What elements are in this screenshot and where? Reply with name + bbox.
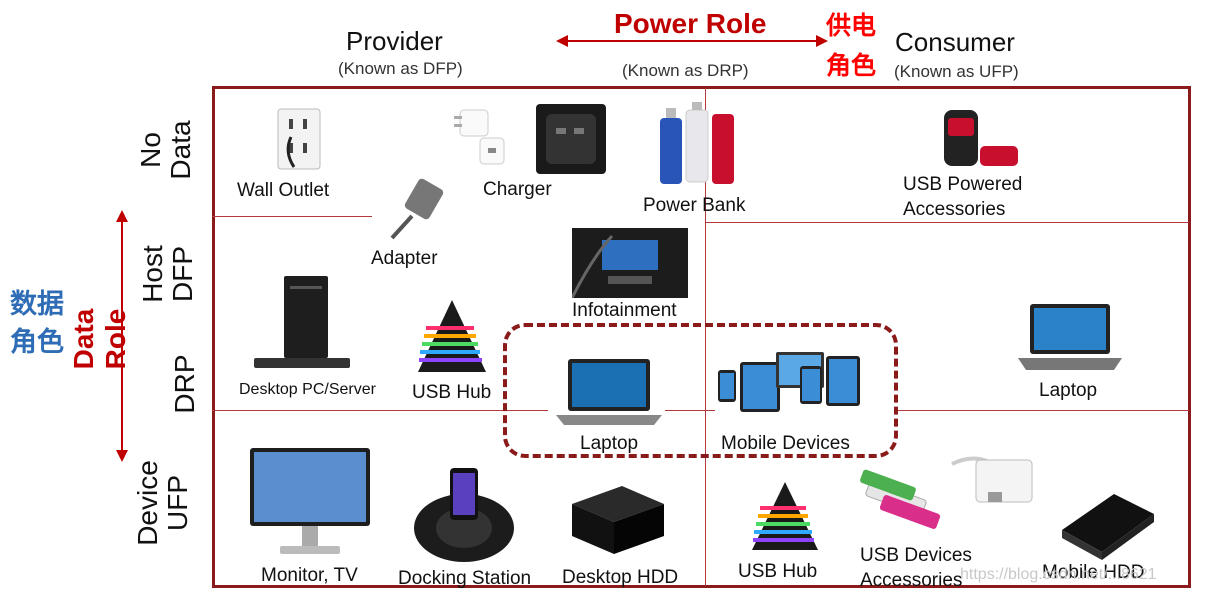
- usb-hub-bottom-label: USB Hub: [738, 561, 818, 582]
- divider-no-data-right: [705, 222, 1189, 223]
- watermark: https://blog.csdn.net/...8621: [960, 566, 1157, 583]
- docking-station-label: Docking Station: [398, 568, 532, 589]
- usb-devices-label-line2: Accessories: [860, 570, 963, 591]
- usb-powered-label-line1: USB Powered: [903, 174, 1023, 195]
- monitor-icon: [250, 448, 370, 554]
- data-role-cn-1: 数据: [10, 289, 64, 319]
- docking-station-icon: [414, 468, 514, 562]
- divider-drp-inner-left: [508, 410, 548, 411]
- usb-powered-accessory-icon: [944, 110, 1018, 166]
- usb-devices-icon: [860, 456, 1033, 529]
- row-label-host: Host DFP: [137, 224, 214, 324]
- row-label-drp: DRP: [169, 354, 200, 414]
- usb-devices-label: USB Devices Accessories: [860, 543, 972, 593]
- laptop-center-icon: [556, 359, 662, 425]
- monitor-label: Monitor, TV: [261, 565, 358, 586]
- divider-drp-right: [896, 410, 1189, 411]
- row-label-device: Device UFP: [132, 448, 209, 558]
- mobile-devices-label: Mobile Devices: [721, 433, 850, 454]
- charger-icon: [454, 104, 606, 174]
- wall-outlet-label: Wall Outlet: [237, 180, 330, 201]
- usb-powered-label: USB Powered Accessories: [903, 172, 1022, 222]
- row-no-data-line1: No: [135, 132, 166, 168]
- provider-subtitle: (Known as DFP): [338, 59, 463, 78]
- provider-header: Provider: [346, 26, 443, 56]
- desktop-pc-label: Desktop PC/Server: [239, 381, 376, 398]
- usb-hub-label: USB Hub: [412, 382, 492, 403]
- divider-drp-inner-mid: [665, 410, 715, 411]
- data-role-title: Data Role: [68, 308, 131, 370]
- power-bank-icon: [660, 102, 734, 184]
- laptop-right-icon: [1018, 304, 1122, 370]
- power-role-title: Power Role: [614, 8, 767, 39]
- usb-devices-label-line1: USB Devices: [860, 545, 972, 566]
- adapter-icon: [390, 178, 444, 240]
- desktop-pc-icon: [254, 276, 350, 368]
- row-host-line1: Host: [137, 245, 168, 303]
- divider-vertical: [705, 88, 706, 586]
- divider-drp-left: [212, 410, 508, 411]
- usb-hub-bottom-icon: [752, 482, 818, 550]
- mobile-hdd-label: Mobile HDD: [1042, 562, 1145, 583]
- usb-powered-label-line2: Accessories: [903, 199, 1006, 220]
- desktop-hdd-icon: [572, 486, 664, 554]
- dual-role-highlight: [503, 323, 898, 458]
- role-matrix-frame: [212, 86, 1191, 588]
- charger-label: Charger: [483, 179, 552, 200]
- row-no-data-line2: Data: [165, 120, 196, 180]
- row-host-line2: DFP: [167, 246, 198, 302]
- adapter-label: Adapter: [371, 248, 438, 269]
- power-role-cn-2: 角色: [826, 52, 877, 80]
- infotainment-label: Infotainment: [572, 300, 677, 321]
- row-device-line2: UFP: [162, 475, 193, 531]
- power-role-arrow: [556, 35, 828, 47]
- power-bank-label: Power Bank: [643, 195, 746, 216]
- divider-no-data-left: [212, 216, 372, 217]
- consumer-header: Consumer: [895, 27, 1015, 57]
- data-role-cn-2: 角色: [10, 327, 64, 357]
- drp-subtitle: (Known as DRP): [622, 61, 749, 80]
- row-device-line1: Device: [132, 460, 163, 546]
- laptop-center-label: Laptop: [580, 433, 639, 454]
- power-role-cn-1: 供电: [826, 12, 877, 40]
- mobile-hdd-icon: [1062, 494, 1154, 560]
- desktop-hdd-label: Desktop HDD: [562, 567, 679, 588]
- wall-outlet-icon: [277, 108, 321, 170]
- data-role-arrow: [116, 210, 128, 462]
- consumer-subtitle: (Known as UFP): [894, 62, 1019, 81]
- usb-hub-icon: [418, 300, 486, 372]
- mobile-devices-icon: [718, 352, 860, 412]
- laptop-right-label: Laptop: [1039, 380, 1098, 401]
- row-label-no-data: No Data: [135, 100, 212, 200]
- infotainment-icon: [572, 228, 688, 298]
